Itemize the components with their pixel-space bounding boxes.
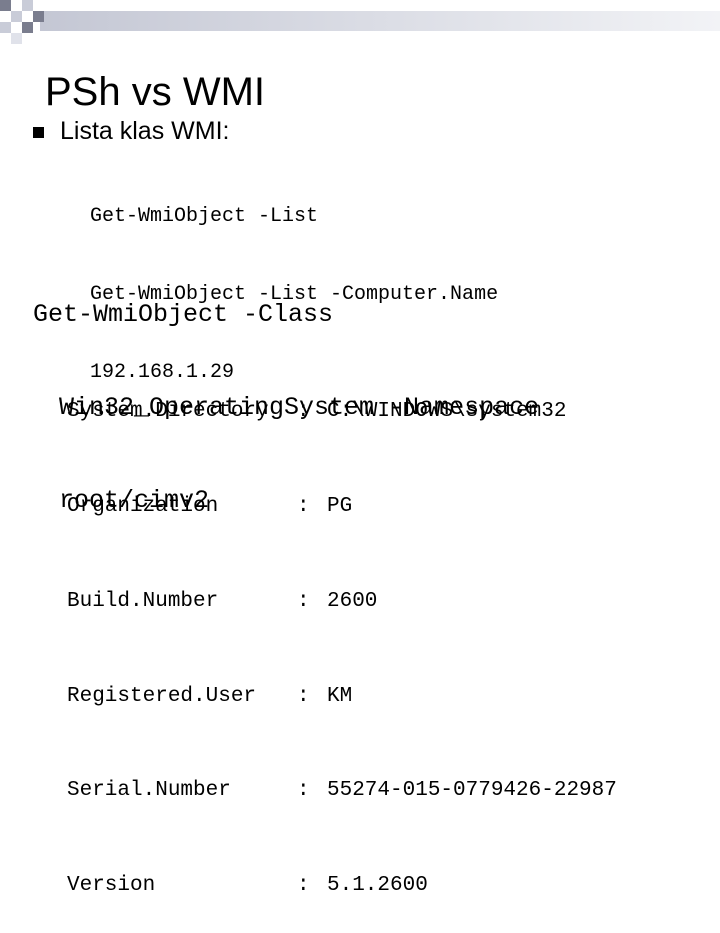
command-line: Get-WmiObject -List -Computer.Name [90,283,499,306]
output-value: KM [327,684,353,708]
output-value: C:\WINDOWS\system32 [327,400,567,424]
output-separator: : [297,589,310,613]
output-row: Organization : PG [67,491,617,523]
output-value: 55274-015-0779426-22987 [327,779,617,803]
output-key: Organization [67,494,219,518]
bullet-text: Lista klas WMI: [60,117,230,145]
output-key: Build.Number [67,589,219,613]
output-value: PG [327,494,353,518]
output-row: Version : 5.1.2600 [67,870,617,902]
main-command-line: Win32_OperatingSystem -Namespace [59,393,540,422]
command-line: Get-WmiObject -List [90,205,319,228]
command-list: Get-WmiObject -List Get-WmiObject -List … [90,152,498,412]
output-value: 2600 [327,589,378,613]
output-key: Registered.User [67,684,257,708]
command-line: 192.168.1.29 [90,361,235,384]
square-bullet-icon [33,127,44,138]
output-row: Serial.Number : 55274-015-0779426-22987 [67,775,617,807]
output-separator: : [297,684,310,708]
main-command-line: root/cimv2 [59,486,210,515]
output-value: 5.1.2600 [327,874,428,898]
output-row: System.Directory : C:\WINDOWS\system32 [67,396,617,428]
main-command-line: Get-WmiObject -Class [33,300,334,329]
slide-title: PSh vs WMI [45,70,266,114]
output-key: Version [67,874,156,898]
header-checker-band [0,0,720,44]
output-separator: : [297,494,310,518]
output-row: Build.Number : 2600 [67,586,617,618]
output-row: Registered.User : KM [67,681,617,713]
command-output: System.Directory : C:\WINDOWS\system32 O… [67,333,617,933]
output-key: System.Directory [67,400,269,424]
output-separator: : [297,874,310,898]
output-separator: : [297,779,310,803]
output-key: Serial.Number [67,779,231,803]
output-separator: : [297,400,310,424]
main-command: Get-WmiObject -Class Win32_OperatingSyst… [33,237,539,547]
